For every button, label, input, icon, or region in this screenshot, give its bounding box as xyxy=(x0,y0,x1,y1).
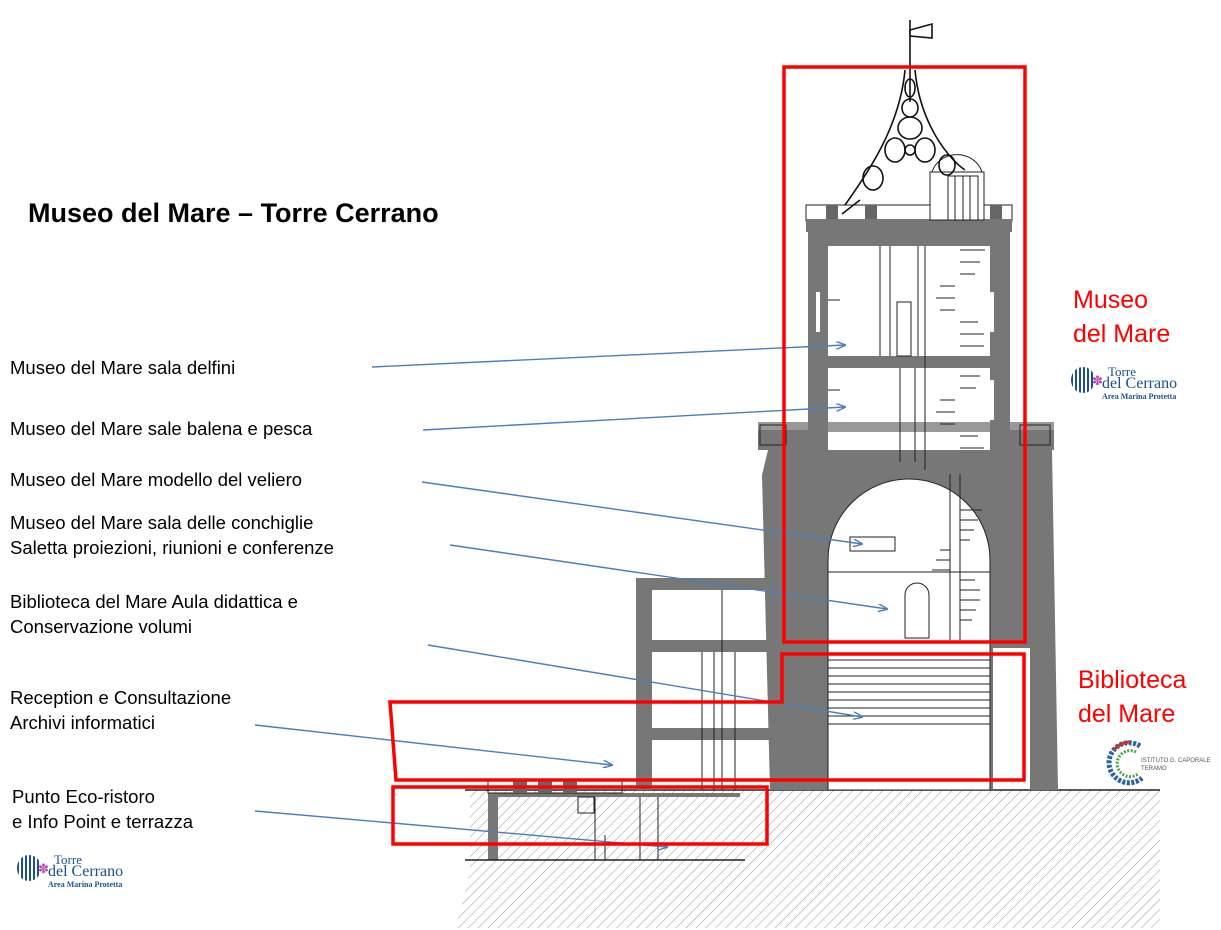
zone-label-biblioteca-line-1: Biblioteca xyxy=(1078,666,1187,694)
tower-base xyxy=(762,450,1058,791)
zone-label-biblioteca-line-2: del Mare xyxy=(1078,700,1176,728)
arrow-conchiglie xyxy=(449,544,887,609)
label-sala-delfini: Museo del Mare sala delfini xyxy=(10,355,235,380)
torre-cerrano-mark-icon xyxy=(1071,367,1095,393)
zone-eco-ristoro-outline xyxy=(391,785,769,846)
torre-cerrano-logo-left: ✽ Torre del Cerrano Area Marina Protetta xyxy=(17,853,167,895)
label-veliero-line-1: Museo del Mare modello del veliero xyxy=(10,469,303,490)
logo-line-1: Torre xyxy=(54,852,82,867)
istituto-caporale-logo: ISTITUTO G. CAPORALE TERAMO xyxy=(1106,738,1216,788)
starfish-icon: ✽ xyxy=(38,861,49,876)
label-reception-line-2: Archivi informatici xyxy=(10,712,155,733)
torre-cerrano-mark-icon xyxy=(17,855,41,881)
lantern xyxy=(841,20,966,215)
label-biblioteca-aula-line-1: Biblioteca del Mare Aula didattica e xyxy=(10,591,298,612)
logo-line-2: del Cerrano xyxy=(48,863,124,880)
arrow-balena-pesca xyxy=(422,407,845,431)
torre-cerrano-logo-right: ✽ Torre del Cerrano Area Marina Protetta xyxy=(1071,365,1211,405)
label-balena-pesca-line-1: Museo del Mare sale balena e pesca xyxy=(10,418,313,439)
label-reception: Reception e Consultazione Archivi inform… xyxy=(10,685,231,735)
arrow-reception xyxy=(254,724,612,765)
arrow-biblioteca-aula xyxy=(427,644,862,717)
label-conchiglie: Museo del Mare sala delle conchiglie Sal… xyxy=(10,510,334,560)
zone-biblioteca-outline xyxy=(388,652,1026,782)
label-eco-ristoro: Punto Eco-ristoro e Info Point e terrazz… xyxy=(12,784,193,834)
zone-label-biblioteca: Biblioteca del Mare xyxy=(1078,663,1186,731)
label-biblioteca-aula: Biblioteca del Mare Aula didattica e Con… xyxy=(10,589,298,639)
tower-upper xyxy=(758,232,1054,474)
logo-line-1: Torre xyxy=(1108,364,1136,379)
istituto-logo-line-2: TERAMO xyxy=(1141,766,1167,772)
roof-terrace xyxy=(805,154,1013,232)
arrow-eco-ristoro xyxy=(254,810,667,847)
ground xyxy=(455,789,1160,928)
istituto-caporale-emblem-icon xyxy=(1106,740,1144,786)
zone-label-museo-line-2: del Mare xyxy=(1073,320,1171,348)
label-conchiglie-line-2: Saletta proiezioni, riunioni e conferenz… xyxy=(10,537,334,558)
label-eco-ristoro-line-1: Punto Eco-ristoro xyxy=(12,786,155,807)
label-conchiglie-line-1: Museo del Mare sala delle conchiglie xyxy=(10,512,314,533)
zone-label-museo: Museo del Mare xyxy=(1073,283,1170,351)
mid-block xyxy=(636,578,786,790)
stair-steps-lower xyxy=(932,509,982,621)
istituto-logo-line-1: ISTITUTO G. CAPORALE xyxy=(1141,758,1211,764)
label-reception-line-1: Reception e Consultazione xyxy=(10,687,232,708)
logo-line-3: Area Marina Protetta xyxy=(1102,392,1177,401)
label-eco-ristoro-line-2: e Info Point e terrazza xyxy=(12,811,193,832)
logo-line-2: del Cerrano xyxy=(1102,375,1178,392)
starfish-icon: ✽ xyxy=(1092,373,1103,388)
page-title: Museo del Mare – Torre Cerrano xyxy=(28,198,439,228)
zone-museo-outline xyxy=(782,65,1027,644)
logo-line-3: Area Marina Protetta xyxy=(48,880,123,889)
arrow-veliero xyxy=(421,481,862,544)
label-sala-delfini-line-1: Museo del Mare sala delfini xyxy=(10,357,236,378)
label-veliero: Museo del Mare modello del veliero xyxy=(10,467,302,492)
stair-steps-upper xyxy=(936,249,985,449)
arrow-sala-delfini xyxy=(371,345,845,368)
leader-arrows xyxy=(254,345,887,847)
label-balena-pesca: Museo del Mare sale balena e pesca xyxy=(10,416,312,441)
label-biblioteca-aula-line-2: Conservazione volumi xyxy=(10,616,193,637)
zone-highlights xyxy=(388,65,1027,846)
zone-label-museo-line-1: Museo xyxy=(1073,286,1149,314)
